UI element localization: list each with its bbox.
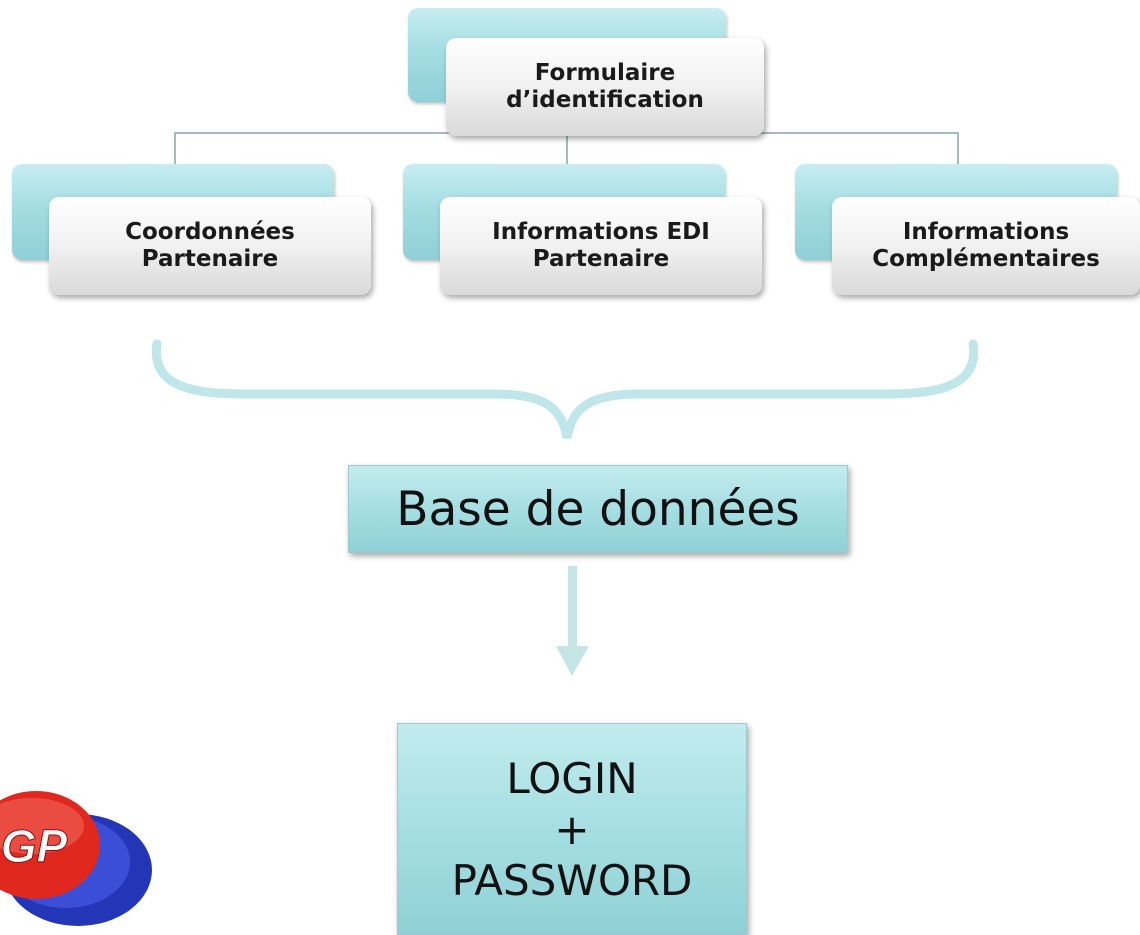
database-box: Base de données [348,465,848,553]
child-node-label: Coordonnées Partenaire [49,197,371,295]
gp-logo-red-gloss [0,798,84,854]
child-node-label: Informations EDI Partenaire [440,197,762,295]
arrow-shaft [568,566,577,652]
grouping-brace [151,339,979,439]
gp-logo: GP [0,791,152,926]
hierarchy-connector-center [566,132,568,166]
arrow-head [556,646,589,676]
root-node-label: Formulaire d’identification [446,38,764,136]
gp-logo-text: GP [1,820,68,872]
child-node-label: Informations Complémentaires [832,197,1140,295]
hierarchy-connector-left [174,132,176,166]
credentials-box: LOGIN + PASSWORD [397,723,747,935]
hierarchy-connector-right [957,132,959,166]
